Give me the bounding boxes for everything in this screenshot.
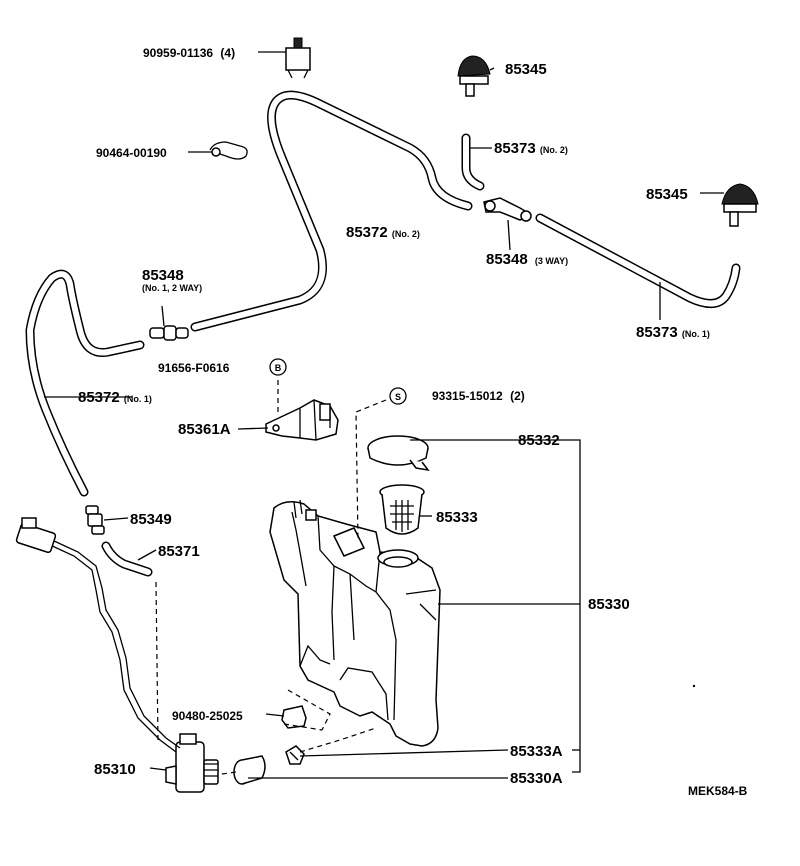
hose-85372-no2 — [190, 90, 473, 332]
label-85372-no1: 85372 (No. 1) — [78, 389, 152, 406]
part-number: 85372 — [346, 224, 388, 241]
part-number: 85373 — [636, 324, 678, 341]
cap-85332 — [367, 435, 430, 472]
part-qty: (4) — [220, 46, 235, 60]
label-93315-15012: 93315-15012 (2) — [432, 389, 525, 403]
part-note: (No. 1) — [682, 329, 710, 339]
wire-harness — [15, 517, 181, 753]
part-number: 85372 — [78, 389, 120, 406]
part-note: (No. 1) — [124, 394, 152, 404]
label-85361A: 85361A — [178, 421, 231, 438]
callout-B-letter: B — [275, 363, 282, 373]
nozzle-85345-top — [457, 55, 491, 97]
label-91656-F0616: 91656-F0616 — [158, 361, 230, 375]
part-number: 85373 — [494, 140, 536, 157]
nozzle-85345-right — [721, 183, 759, 227]
hose-85373-no2 — [461, 133, 485, 191]
fitting-85349 — [85, 505, 105, 535]
dash-tank-screw — [355, 399, 387, 541]
label-85348-3way: 85348 (3 WAY) — [486, 251, 568, 268]
tank-85330 — [269, 499, 441, 747]
dash-pump-grommet — [221, 771, 237, 775]
part-note: (No. 2) — [392, 229, 420, 239]
label-85348-2way-number: 85348 — [142, 267, 184, 284]
label-90959-01136: 90959-01136 (4) — [143, 46, 235, 60]
dash-grommet-box — [283, 689, 331, 731]
clip-90959-01136 — [285, 37, 311, 79]
label-90464-00190: 90464-00190 — [96, 146, 167, 160]
callout-S-letter: S — [395, 392, 401, 402]
stray-dot — [692, 684, 696, 688]
label-85332: 85332 — [518, 432, 560, 449]
pump-85310 — [165, 733, 219, 793]
label-85348-2way-note: (No. 1, 2 WAY) — [142, 283, 202, 293]
label-85345-top: 85345 — [505, 61, 547, 78]
label-85373-no1: 85373 (No. 1) — [636, 324, 710, 341]
figure-code: MEK584-B — [688, 784, 748, 798]
part-qty: (2) — [510, 389, 525, 403]
callout-S: S — [389, 387, 407, 405]
label-85372-no2: 85372 (No. 2) — [346, 224, 420, 241]
callout-B: B — [269, 358, 287, 376]
strainer-85333 — [379, 484, 425, 535]
part-note: (No. 2) — [540, 145, 568, 155]
hose-85373-no1 — [535, 213, 741, 308]
label-85345-right: 85345 — [646, 186, 688, 203]
part-note: (3 WAY) — [535, 256, 568, 266]
label-85349: 85349 — [130, 511, 172, 528]
grommet-85333A — [285, 745, 305, 765]
hose-85372-no1 — [25, 269, 145, 497]
dash-pump-hose — [155, 581, 159, 743]
bracket-85361A — [265, 399, 339, 441]
part-number: 93315-15012 — [432, 389, 503, 403]
label-85333A: 85333A — [510, 743, 563, 760]
clip-90464-00190 — [209, 141, 248, 160]
dash-grommet-tank — [299, 727, 377, 753]
label-85310: 85310 — [94, 761, 136, 778]
label-85330: 85330 — [588, 596, 630, 613]
grommet-85330A — [233, 755, 266, 785]
part-number: 85348 — [486, 251, 528, 268]
label-85333: 85333 — [436, 509, 478, 526]
part-number: 90959-01136 — [143, 46, 213, 60]
connector-85348-2way — [149, 325, 189, 341]
label-90480-25025: 90480-25025 — [172, 709, 243, 723]
connector-85348-3way — [483, 197, 532, 222]
leader-lines — [44, 51, 724, 779]
label-85371: 85371 — [158, 543, 200, 560]
label-85373-no2: 85373 (No. 2) — [494, 140, 568, 157]
label-85330A: 85330A — [510, 770, 563, 787]
grommet-90480-25025 — [281, 705, 307, 729]
hose-85371 — [101, 541, 153, 577]
